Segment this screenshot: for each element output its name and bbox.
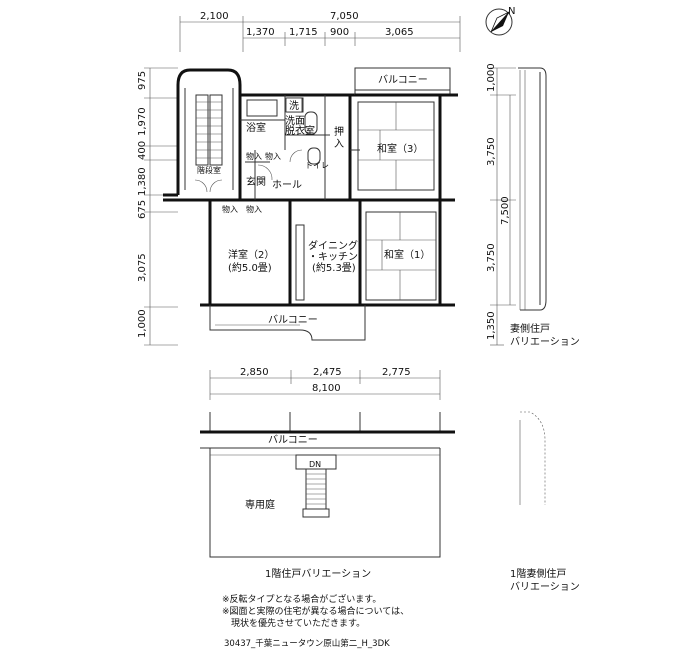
dim-left-1380: 1,380 — [137, 167, 148, 196]
label-washitsu-3: 和室（3） — [377, 142, 423, 155]
dim-top-900: 900 — [330, 27, 349, 38]
label-dining-2: ・キッチン — [308, 251, 358, 263]
label-washroom-2: 脱衣室 — [285, 124, 315, 137]
caption-ground-floor: 1階住戸バリエーション — [265, 567, 371, 580]
dim-right-3750b: 3,750 — [486, 243, 497, 272]
label-monoire-b: 物入 — [265, 151, 281, 161]
main-floor-plan: バルコニー 浴室 洗 洗面 脱衣室 押 入 和室（3） トイレ 階段室 物入 物… — [163, 67, 547, 341]
dim-left-675: 675 — [137, 200, 148, 219]
label-washitsu-1: 和室（1） — [384, 248, 430, 261]
dim-bottom-8100: 8,100 — [312, 383, 341, 394]
note-3: 現状を優先させていただきます。 — [222, 617, 365, 629]
label-hall: ホール — [272, 179, 302, 191]
label-youshitsu-2-size: (約5.0畳) — [228, 261, 272, 274]
dim-left-3075: 3,075 — [137, 253, 148, 282]
ground-floor-plan: バルコニー DN 専用庭 — [200, 411, 546, 558]
caption-end-unit-1: 妻側住戸 — [510, 322, 550, 335]
label-wash-mark: 洗 — [289, 100, 299, 112]
dim-left-1970: 1,970 — [137, 107, 148, 136]
label-monoire-d: 物入 — [246, 204, 262, 214]
dim-top-3065: 3,065 — [385, 27, 414, 38]
compass-label: N — [508, 6, 515, 17]
label-oshiire: 押 — [334, 125, 344, 138]
label-youshitsu-2: 洋室（2） — [228, 248, 274, 261]
label-toilet: トイレ — [305, 161, 329, 170]
label-dining-size: (約5.3畳) — [312, 261, 356, 274]
caption-ground-end-1: 1階妻側住戸 — [510, 567, 566, 580]
label-dn: DN — [309, 460, 321, 469]
label-washroom: 洗面 — [285, 115, 305, 127]
label-stair-hall: 階段室 — [197, 165, 221, 175]
top-dimensions: 2,100 7,050 1,370 1,715 900 3,065 — [179, 11, 461, 52]
label-dining-1: ダイニング — [308, 239, 358, 252]
label-genkan: 玄関 — [246, 175, 266, 188]
dim-bottom-2775: 2,775 — [382, 367, 411, 378]
right-dimensions: 1,000 3,750 7,500 3,750 1,350 — [486, 63, 516, 346]
note-1: ※反転タイプとなる場合がございます。 — [222, 593, 381, 605]
label-bath: 浴室 — [246, 121, 266, 134]
dim-top-1715: 1,715 — [289, 27, 318, 38]
dim-left-400: 400 — [137, 141, 148, 160]
dim-bottom-2475: 2,475 — [313, 367, 342, 378]
label-oshiire-2: 入 — [334, 139, 344, 150]
dim-top-7050: 7,050 — [330, 11, 359, 22]
label-balcony-ground: バルコニー — [268, 434, 318, 446]
footer-code: 30437_千葉ニュータウン原山第二_H_3DK — [224, 638, 390, 649]
label-monoire-c: 物入 — [222, 204, 238, 214]
label-monoire-a: 物入 — [246, 151, 262, 161]
dim-top-1370: 1,370 — [246, 27, 275, 38]
caption-ground-end-2: バリエーション — [510, 581, 580, 593]
left-dimensions: 975 1,970 400 1,380 675 3,075 1,000 — [137, 67, 178, 346]
dim-left-975: 975 — [137, 71, 148, 90]
note-2: ※図面と実際の住宅が異なる場合については、 — [222, 605, 409, 617]
bottom-dimensions: 2,850 2,475 2,775 8,100 — [209, 367, 441, 400]
dim-left-1000: 1,000 — [137, 309, 148, 338]
dim-right-1000: 1,000 — [486, 63, 497, 92]
label-balcony-top: バルコニー — [378, 74, 428, 86]
label-garden: 専用庭 — [245, 498, 275, 511]
caption-end-unit-2: バリエーション — [510, 336, 580, 348]
dim-right-3750a: 3,750 — [486, 137, 497, 166]
dim-top-2100: 2,100 — [200, 11, 229, 22]
dim-right-7500: 7,500 — [500, 196, 511, 225]
dim-bottom-2850: 2,850 — [240, 367, 269, 378]
compass-icon: N — [485, 6, 515, 36]
label-balcony-bottom: バルコニー — [268, 314, 318, 326]
dim-right-1350: 1,350 — [486, 311, 497, 340]
